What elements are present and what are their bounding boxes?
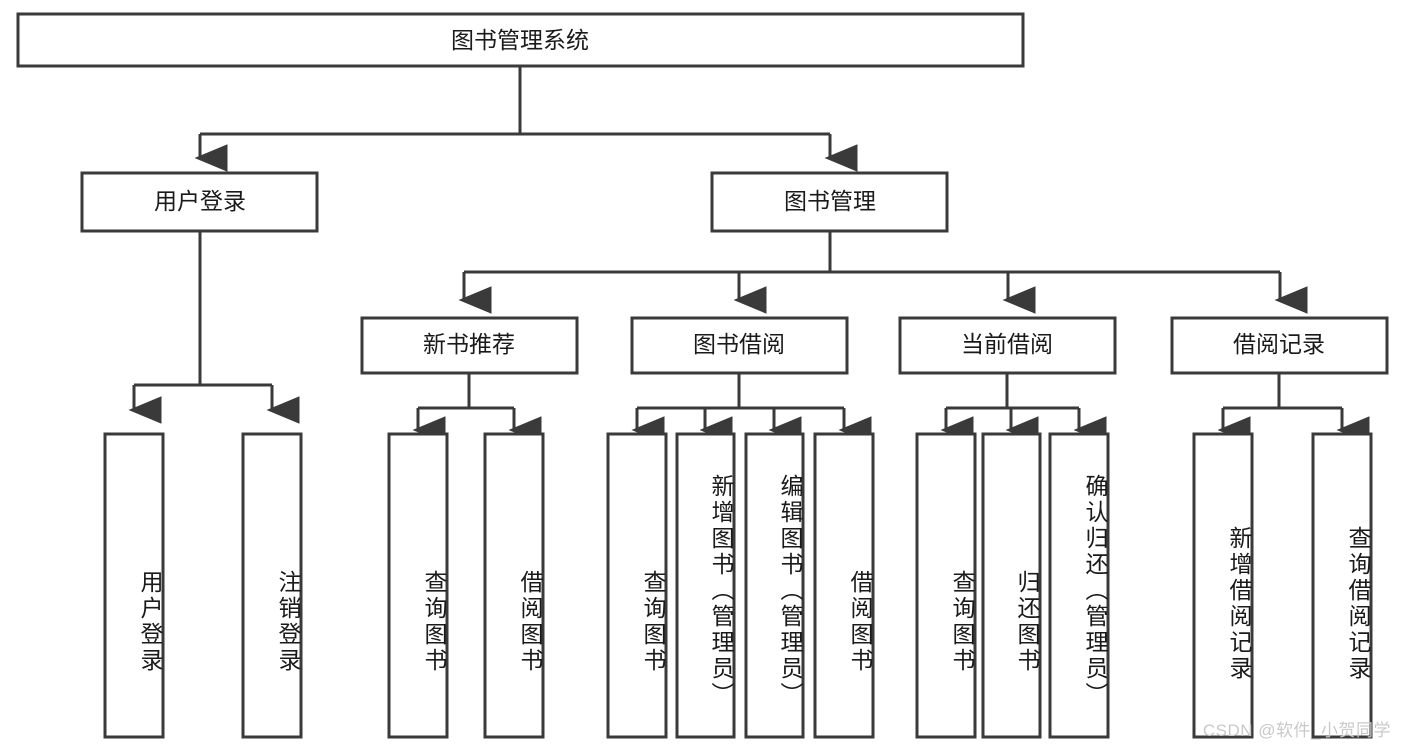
node-current-box [898, 316, 1117, 375]
node-leaf10-box[interactable] [981, 432, 1042, 739]
connector-login-to-leaves [128, 231, 300, 424]
node-record-label: 借阅记录 [1233, 331, 1325, 357]
node-leaf1-box[interactable] [103, 432, 165, 739]
node-newbook[interactable]: 新书推荐 [360, 316, 579, 375]
watermark: CSDN @软件_小贺同学 [1202, 721, 1391, 740]
connector-current-to-leaves [940, 373, 1107, 444]
node-bookmgmt[interactable]: 图书管理 [710, 171, 949, 233]
node-leaf2-box[interactable] [241, 432, 303, 739]
node-login[interactable]: 用户登录 [80, 171, 319, 233]
node-leaf7-box[interactable] [744, 432, 805, 739]
node-bookmgmt-label: 图书管理 [784, 188, 876, 214]
node-leaf5-box[interactable] [606, 432, 668, 739]
connector-bookmgmt-to-level3 [458, 231, 1308, 314]
node-borrow-label: 图书借阅 [693, 331, 785, 357]
node-current-label: 当前借阅 [961, 331, 1053, 357]
node-root-label: 图书管理系统 [451, 27, 589, 53]
node-root-box [16, 12, 1025, 68]
node-leaf12-box[interactable] [1192, 432, 1254, 739]
node-newbook-label: 新书推荐 [423, 331, 515, 357]
node-record[interactable]: 借阅记录 [1170, 316, 1389, 375]
node-leaf3-box[interactable] [387, 432, 449, 739]
node-borrow[interactable]: 图书借阅 [630, 316, 849, 375]
node-newbook-box [360, 316, 579, 375]
node-current[interactable]: 当前借阅 [898, 316, 1117, 375]
node-leaf13-box[interactable] [1311, 432, 1373, 739]
connector-root-to-level2 [194, 66, 858, 172]
node-root[interactable]: 图书管理系统 [16, 12, 1025, 68]
node-leaf9-box[interactable] [915, 432, 977, 739]
leaf-boxes [103, 432, 1373, 739]
node-login-box [80, 171, 319, 233]
connector-borrow-to-leaves [631, 373, 872, 444]
node-leaf4-box[interactable] [483, 432, 545, 739]
node-leaf6-box[interactable] [675, 432, 736, 739]
node-leaf8-box[interactable] [813, 432, 875, 739]
connector-newbook-to-leaves [412, 373, 542, 444]
node-leaf11-box[interactable] [1048, 432, 1110, 739]
node-login-label: 用户登录 [154, 188, 246, 214]
connector-record-to-leaves [1217, 373, 1370, 444]
